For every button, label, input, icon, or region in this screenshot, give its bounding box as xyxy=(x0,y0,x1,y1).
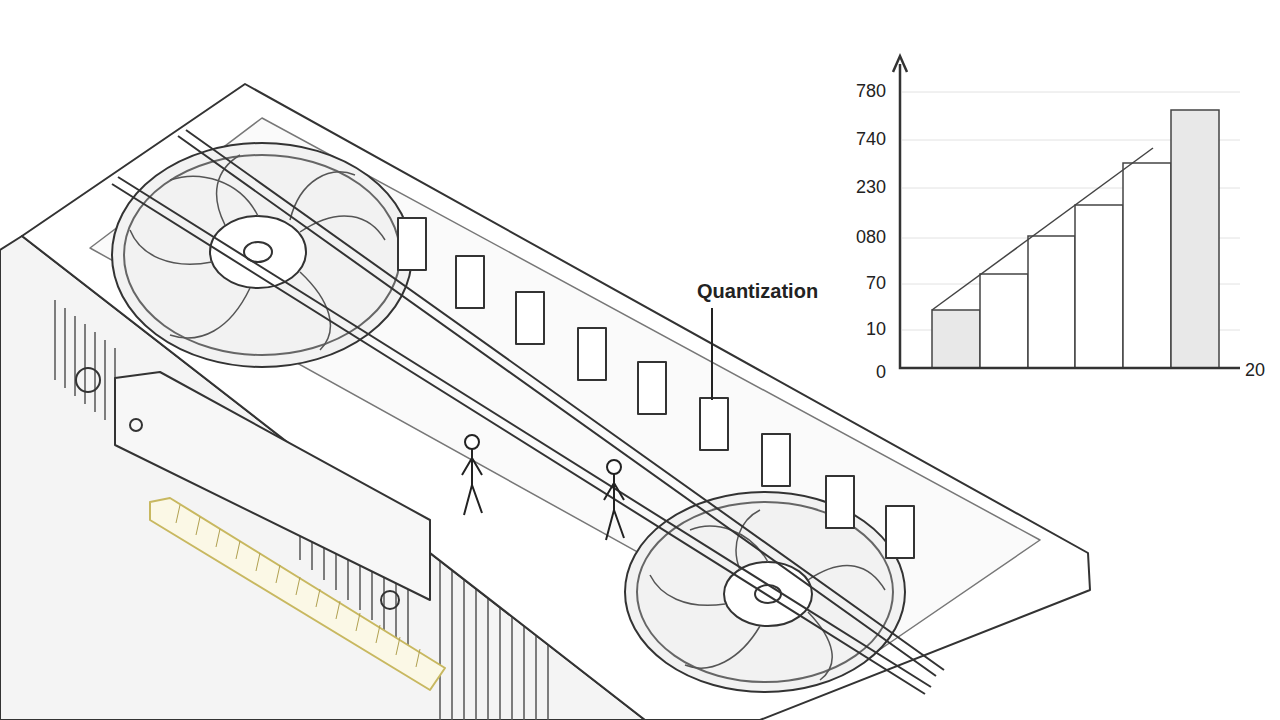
axis-tick: 20 xyxy=(1245,360,1265,381)
callout-label: Quantization xyxy=(695,280,820,303)
heat-pipe xyxy=(112,130,944,694)
axis-tick: 080 xyxy=(856,227,886,248)
axis-tick: 780 xyxy=(856,81,886,102)
gold-fingers xyxy=(176,505,420,667)
axis-tick: 230 xyxy=(856,177,886,198)
axis-tick: 0 xyxy=(876,362,886,383)
fin-block xyxy=(398,218,914,558)
axis-tick: 10 xyxy=(866,319,886,340)
person-figure xyxy=(462,435,624,540)
axis-tick: 740 xyxy=(856,129,886,150)
leader-line xyxy=(711,308,713,400)
card-top xyxy=(22,84,1090,720)
screw xyxy=(130,419,142,431)
pcie-connector xyxy=(150,498,445,690)
port xyxy=(76,368,100,392)
axis-tick: 70 xyxy=(866,273,886,294)
bar-chart xyxy=(893,56,1240,368)
screw xyxy=(381,591,399,609)
